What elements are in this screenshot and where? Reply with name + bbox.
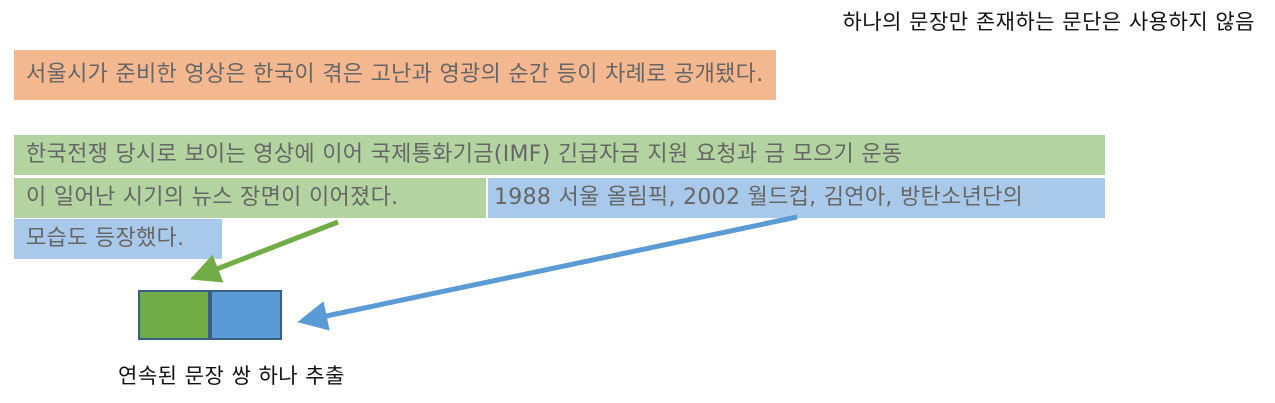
blue-arrow xyxy=(297,214,798,331)
caption: 연속된 문장 쌍 하나 추출 xyxy=(118,364,345,388)
single-sentence-paragraph: 서울시가 준비한 영상은 한국이 겪은 고난과 영광의 순간 등이 차례로 공개… xyxy=(14,50,776,100)
sentence2-line2: 모습도 등장했다. xyxy=(14,219,222,259)
sentence2-box xyxy=(210,290,282,340)
sentence1-box xyxy=(138,290,210,340)
sentence1-line2: 이 일어난 시기의 뉴스 장면이 이어졌다. xyxy=(14,178,486,218)
exclusion-note: 하나의 문장만 존재하는 문단은 사용하지 않음 xyxy=(842,10,1255,34)
green-arrow xyxy=(190,219,339,283)
sentence1-line1: 한국전쟁 당시로 보이는 영상에 이어 국제통화기금(IMF) 긴급자금 지원 … xyxy=(14,135,1105,175)
sentence2-line1: 1988 서울 올림픽, 2002 월드컵, 김연아, 방탄소년단의 xyxy=(488,178,1105,218)
